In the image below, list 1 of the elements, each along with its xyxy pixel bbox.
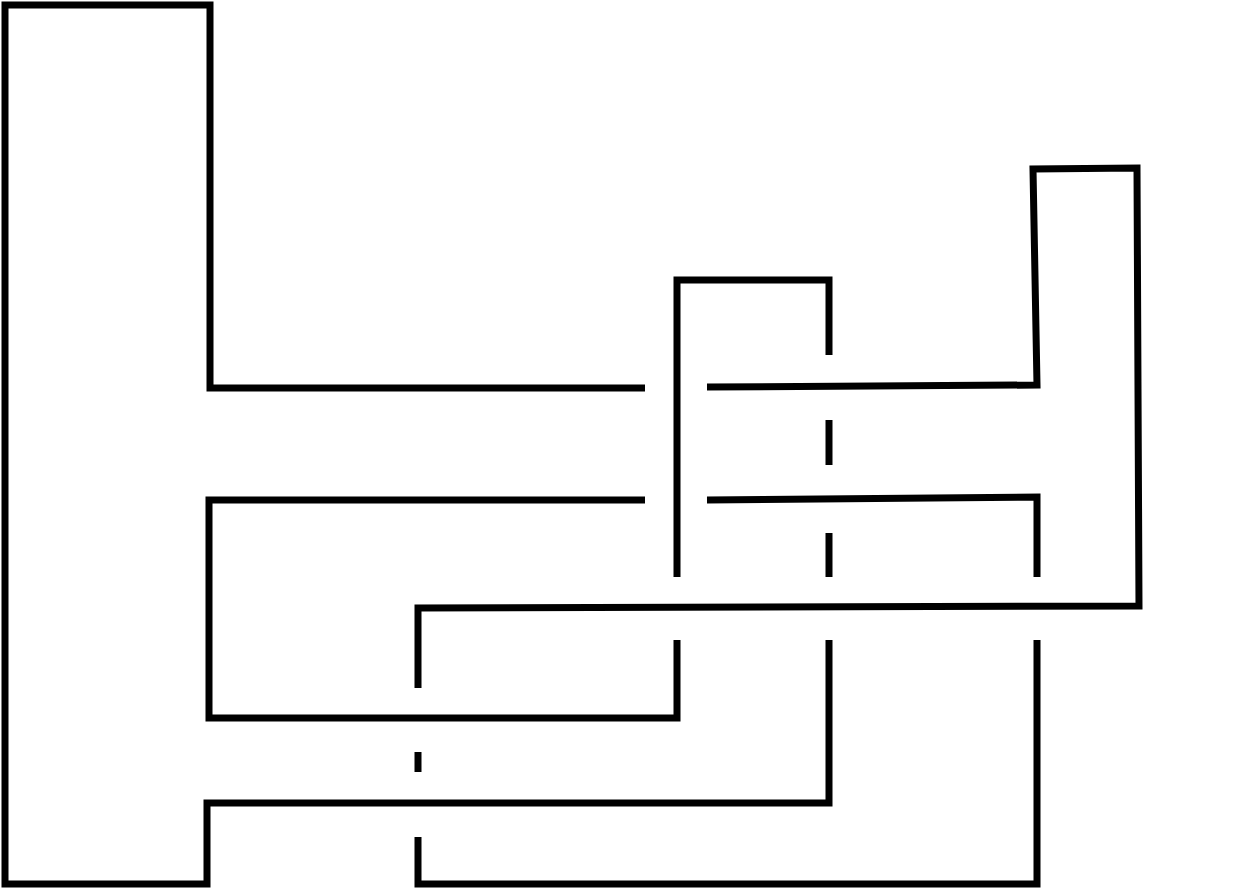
knot-drawing bbox=[1, 1, 1143, 888]
